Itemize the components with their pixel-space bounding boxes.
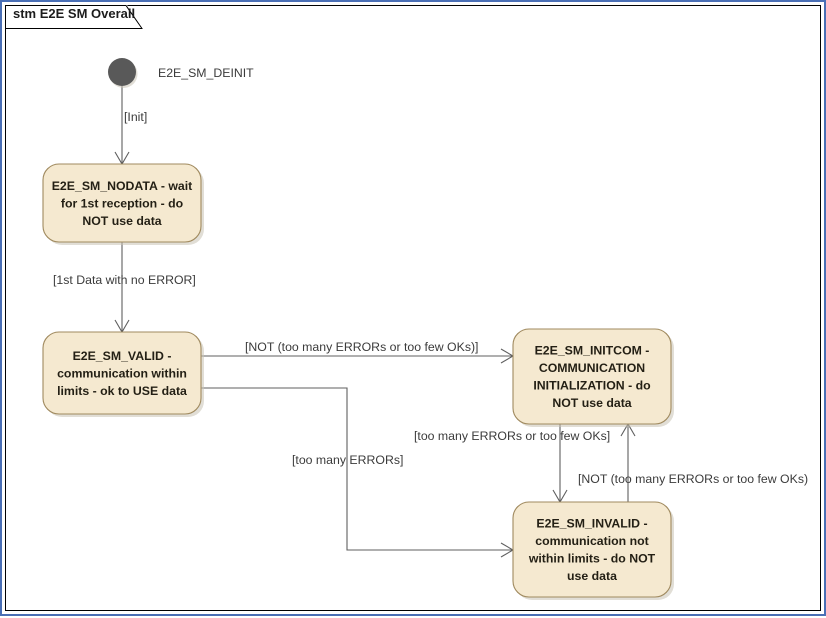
state-valid[interactable]: E2E_SM_VALID - communication within limits… bbox=[42, 331, 204, 417]
edge-valid-to-invalid-label: [too many ERRORs] bbox=[292, 453, 403, 467]
state-invalid-line-3: use data bbox=[567, 569, 617, 583]
edges-group bbox=[114, 86, 636, 558]
edge-valid-to-initcom-label: [NOT (too many ERRORs or too few OKs)] bbox=[245, 340, 478, 354]
page-title: stm E2E SM Overall bbox=[13, 6, 136, 21]
edge-valid-to-invalid[interactable] bbox=[201, 387, 513, 551]
labels-group: [Init] [1st Data with no ERROR] [NOT (too … bbox=[53, 66, 808, 486]
edge-init-to-nodata-label: [Init] bbox=[124, 110, 147, 124]
title-tab-shape bbox=[5, 5, 143, 29]
state-initcom-line-0: E2E_SM_INITCOM - bbox=[535, 344, 650, 358]
state-nodata-line-0: E2E_SM_NODATA - wait bbox=[52, 179, 193, 193]
nodes-group: E2E_SM_NODATA - wait for 1st reception - … bbox=[42, 58, 674, 600]
state-valid-line-0: E2E_SM_VALID - bbox=[73, 349, 172, 363]
state-invalid-box[interactable] bbox=[512, 501, 672, 598]
edge-invalid-to-initcom-label: [NOT (too many ERRORs or too few OKs) bbox=[578, 472, 808, 486]
state-initcom-line-1: COMMUNICATION bbox=[539, 361, 645, 375]
state-initcom-box[interactable] bbox=[512, 328, 672, 425]
state-invalid-line-2: within limits - do NOT bbox=[528, 552, 656, 566]
edge-valid-to-invalid-line[interactable] bbox=[201, 387, 513, 551]
initial-node[interactable] bbox=[108, 58, 136, 86]
state-valid-line-1: communication within bbox=[57, 366, 187, 380]
state-nodata-box[interactable] bbox=[42, 163, 202, 243]
state-nodata-line-2: NOT use data bbox=[82, 214, 161, 228]
state-initcom-line-2: INITIALIZATION - do bbox=[533, 379, 651, 393]
state-initcom-line-3: NOT use data bbox=[552, 396, 631, 410]
initial-node-label: E2E_SM_DEINIT bbox=[158, 66, 254, 80]
state-nodata[interactable]: E2E_SM_NODATA - wait for 1st reception - … bbox=[42, 163, 204, 245]
state-nodata-line-1: for 1st reception - do bbox=[61, 196, 184, 210]
state-initcom[interactable]: E2E_SM_INITCOM - COMMUNICATION INITIALIZAT… bbox=[512, 328, 674, 427]
diagram-frame bbox=[5, 5, 821, 611]
state-valid-line-2: limits - ok to USE data bbox=[57, 384, 187, 398]
state-invalid-line-0: E2E_SM_INVALID - bbox=[536, 517, 647, 531]
state-valid-box[interactable] bbox=[42, 331, 202, 415]
diagram-title-tab bbox=[5, 5, 143, 29]
edge-initcom-to-invalid-label: [too many ERRORs or too few OKs] bbox=[414, 429, 610, 443]
state-invalid-line-1: communication not bbox=[535, 534, 648, 548]
edge-nodata-to-valid-label: [1st Data with no ERROR] bbox=[53, 273, 196, 287]
state-invalid[interactable]: E2E_SM_INVALID - communication not within … bbox=[512, 501, 674, 600]
